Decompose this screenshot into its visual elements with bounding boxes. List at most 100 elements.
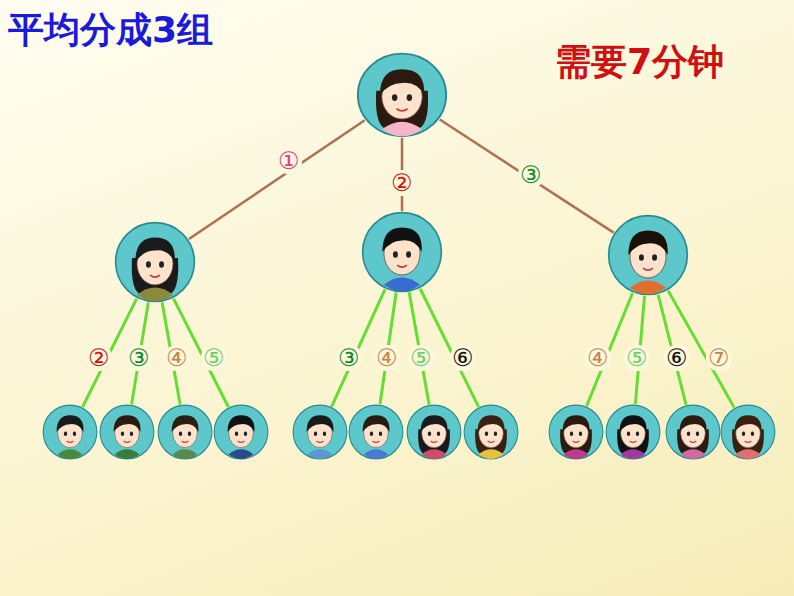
person-circle [157,404,213,460]
mouth [317,441,324,442]
step-number: ⑥ [664,345,690,371]
step-number: ④ [164,345,190,371]
note-text: 需要7分钟 [555,38,724,87]
portrait-circle [214,405,268,459]
shirt [621,449,646,459]
portrait-circle [606,405,660,459]
mouth [488,441,495,442]
step-number: ② [86,345,112,371]
eye [392,94,398,101]
face-portrait [348,404,404,460]
shirt [736,449,761,459]
portrait-circle [293,405,347,459]
shirt [173,449,198,459]
eye [406,251,411,258]
hair [363,415,390,432]
step-number: ④ [374,345,400,371]
face-portrait [665,404,721,460]
hair [228,415,255,432]
eye [235,431,238,435]
portrait-circle [116,223,195,302]
person-circle [607,214,689,296]
shirt [115,449,140,459]
person-circle [292,404,348,460]
eye [751,431,754,435]
eye [370,431,373,435]
eye [696,431,699,435]
face-portrait [605,404,661,460]
face-portrait [720,404,776,460]
title: 平均分成3组 [8,6,213,55]
face-portrait [548,404,604,460]
eye [146,261,151,268]
mouth [397,265,407,267]
person-circle [361,211,443,293]
mouth [396,109,407,111]
eye [437,431,440,435]
person-circle [720,404,776,460]
face-portrait [114,221,196,303]
person-circle [114,221,196,303]
shirt [630,280,666,294]
portrait-circle [43,405,97,459]
face-portrait [463,404,519,460]
eye [742,431,745,435]
face-portrait [361,211,443,293]
hair [421,415,448,432]
eye [636,431,639,435]
mouth [573,441,580,442]
eye [652,254,657,261]
eye [323,431,326,435]
shirt [681,449,706,459]
eye [130,431,133,435]
person-circle [213,404,269,460]
shirt [479,449,504,459]
mouth [238,441,245,442]
eye [485,431,488,435]
step-number: ③ [126,345,152,371]
shirt [382,122,422,137]
step-number: ③ [336,345,362,371]
mouth [67,441,74,442]
step-number: ⑥ [450,345,476,371]
portrait-circle [100,405,154,459]
eye [627,431,630,435]
mouth [182,441,189,442]
portrait-circle [358,54,446,137]
eye [379,431,382,435]
face-portrait [42,404,98,460]
hair [478,415,505,432]
mouth [150,275,160,277]
person-circle [548,404,604,460]
eye [393,251,398,258]
eye [188,431,191,435]
shirt [384,277,420,291]
hair [57,415,84,432]
shirt [58,449,83,459]
eye [179,431,182,435]
hair [563,415,590,432]
hair [382,227,421,252]
person-circle [356,52,448,138]
mouth [630,441,637,442]
portrait-circle [549,405,603,459]
shirt [422,449,447,459]
eye [244,431,247,435]
portrait-circle [666,405,720,459]
mouth [690,441,697,442]
hair [620,415,647,432]
hair [135,237,174,262]
eye [64,431,67,435]
hair [172,415,199,432]
face-portrait [99,404,155,460]
eye [407,94,413,101]
person-circle [42,404,98,460]
person-circle [463,404,519,460]
face-portrait [607,214,689,296]
hair [628,230,667,255]
hair [114,415,141,432]
mouth [373,441,380,442]
portrait-circle [158,405,212,459]
eye [570,431,573,435]
mouth [431,441,438,442]
